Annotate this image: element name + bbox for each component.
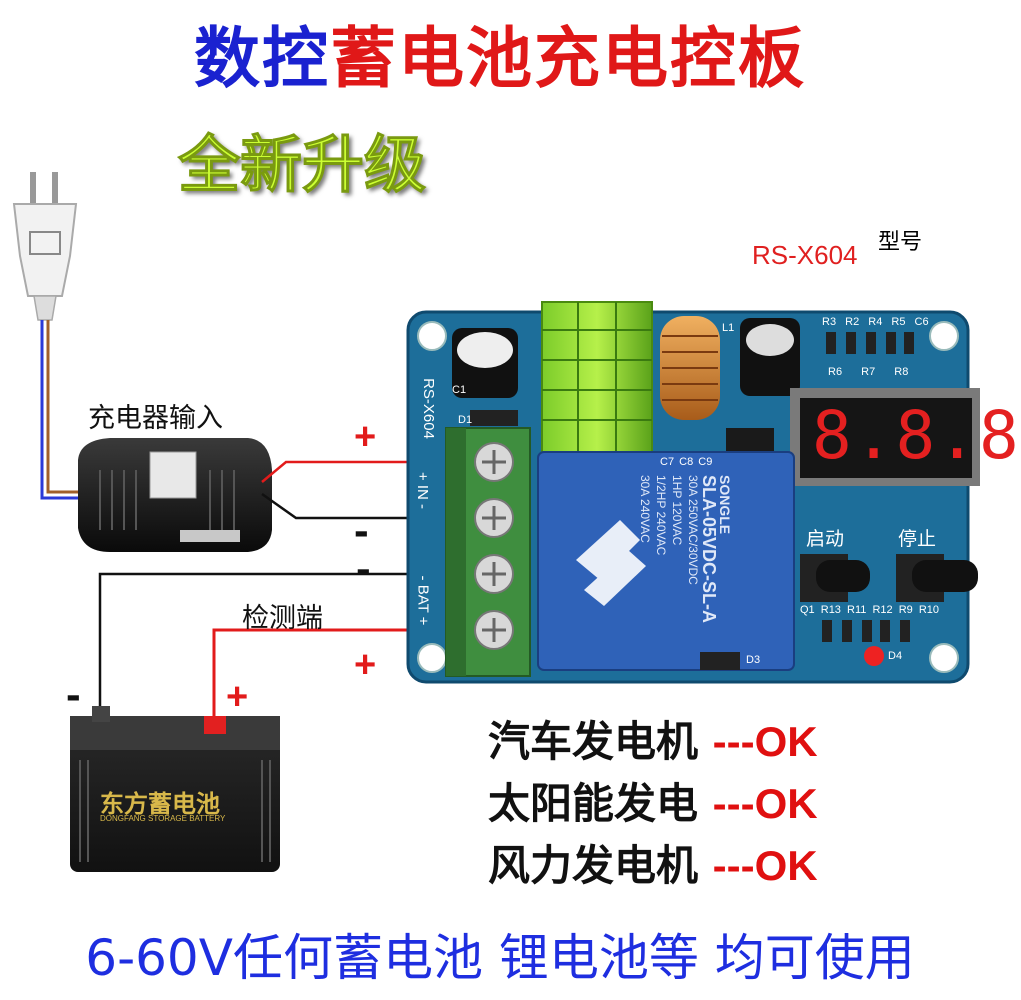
silk-d4: D4 [888,650,903,662]
subtitle-upgrade: 全新升级 [177,128,427,201]
model-number: RS-X604 [752,240,858,270]
board-bat-label: - BAT + [414,575,432,626]
application-name: 汽车发电机 [488,717,699,766]
application-name: 太阳能发电 [488,779,699,828]
battery-minus-sign: - [66,670,81,719]
bat-plus-sign: + [354,644,377,686]
relay-rating-3: 1/2HP 240VAC [654,475,668,556]
silk-caps: C7 C8 C9 [660,456,713,468]
seven-segment-display: 8.8.8 [812,397,1021,474]
title-part-blue: 数控 [194,19,330,97]
application-status: ---OK [712,780,818,827]
battery-plus-sign: + [226,676,249,718]
bat-minus-sign: - [356,544,371,593]
battery-icon [70,706,280,872]
application-row-car: 汽车发电机 ---OK [488,716,818,768]
battery-brand: 东方蓄电池 [100,790,220,818]
stop-button[interactable] [896,554,978,602]
start-button-label: 启动 [806,529,845,550]
page-title: 数控蓄电池充电控板 [0,18,1000,98]
silk-c1: C1 [452,384,467,396]
model-label: 型号 [878,230,923,255]
in-plus-sign: + [354,416,377,458]
silk-d3: D3 [746,654,761,666]
application-name: 风力发电机 [488,841,699,890]
footer-compatibility: 6-60V任何蓄电池 锂电池等 均可使用 [85,929,915,987]
application-status: ---OK [712,842,818,889]
terminal-block [445,427,531,677]
control-board-pcb [406,301,980,684]
stop-button-label: 停止 [898,529,937,550]
relay [537,451,795,671]
silk-top-resistors: R3 R2 R4 R5 C6 [822,316,929,328]
power-plug-icon [12,172,78,321]
start-button[interactable] [800,554,870,602]
silk-bottom-resistors: Q1 R13 R11 R12 R9 R10 [800,604,939,616]
relay-model: SLA-05VDC-SL-A [699,475,719,624]
charger-adapter [78,438,272,552]
board-in-label: + IN - [414,471,432,510]
wiring-illustration [12,172,980,872]
charger-input-label: 充电器输入 [88,403,223,434]
battery-brand-en: DONGFANG STORAGE BATTERY [100,814,226,823]
relay-rating-2: 1HP 120VAC [670,475,684,546]
application-status: ---OK [712,718,818,765]
relay-rating-1: 30A 250VAC/30VDC [686,475,700,585]
application-row-solar: 太阳能发电 ---OK [488,778,818,830]
title-part-red: 蓄电池充电控板 [330,19,806,97]
relay-rating-4: 30A 240VAC [638,475,652,543]
silk-mid-resistors: R6 R7 R8 [828,366,909,378]
detect-terminal-label: 检测端 [242,603,323,634]
board-silk-model: RS-X604 [419,378,437,439]
silk-l1: L1 [722,322,735,334]
relay-brand: SONGLE [717,475,733,535]
relay-markings: SONGLE SLA-05VDC-SL-A 30A 250VAC/30VDC 1… [637,475,733,685]
silk-d1: D1 [458,414,473,426]
application-row-wind: 风力发电机 ---OK [488,840,818,892]
in-minus-sign: - [354,506,369,555]
